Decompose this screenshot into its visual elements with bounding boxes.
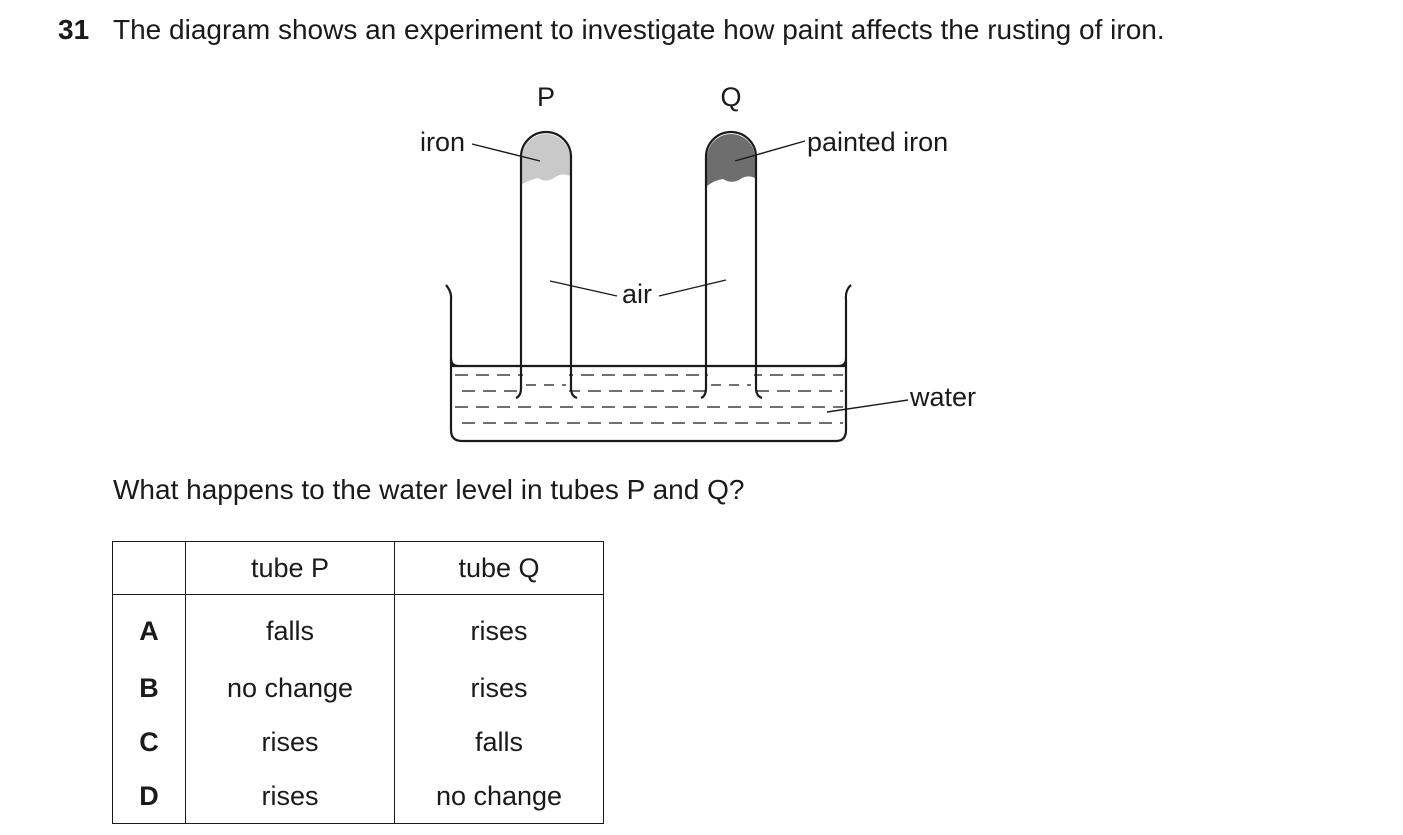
painted-iron-label: painted iron [807, 127, 948, 157]
header-blank [112, 541, 186, 595]
water-label: water [909, 382, 976, 412]
tube-q-cell: rises [394, 594, 604, 661]
air-label: air [622, 279, 652, 309]
trough [445, 284, 852, 443]
tube-p-cell: rises [185, 769, 395, 824]
iron-label: iron [420, 127, 465, 157]
question-stem: The diagram shows an experiment to inves… [113, 14, 1165, 45]
tube-q-label: Q [720, 82, 741, 112]
table-row: D rises no change [112, 769, 604, 824]
header-tube-p: tube P [185, 541, 395, 595]
water-dashes [455, 374, 843, 424]
table-header-row: tube P tube Q [112, 541, 604, 595]
tube-p-inside-mask [523, 366, 569, 400]
tube-p [515, 130, 578, 400]
tube-q-cell: rises [394, 661, 604, 715]
tube-p-cell: falls [185, 594, 395, 661]
tube-q-cell: falls [394, 715, 604, 769]
table-row: A falls rises [112, 594, 604, 661]
answer-options-table: tube P tube Q A falls rises B no change … [112, 541, 604, 824]
tube-q-cell: no change [394, 769, 604, 824]
painted-iron-wool-q [707, 134, 755, 186]
tube-q [700, 130, 763, 400]
iron-wool-p [522, 134, 570, 184]
tube-p-cell: rises [185, 715, 395, 769]
option-letter: D [112, 769, 186, 824]
question-number: 31 [58, 14, 90, 45]
experiment-diagram: P Q iron painted iron air water [420, 82, 976, 443]
tube-p-cell: no change [185, 661, 395, 715]
leader-lines [471, 140, 909, 413]
option-letter: B [112, 661, 186, 715]
tube-q-inside-mask [708, 366, 754, 400]
option-letter: A [112, 594, 186, 661]
option-letter: C [112, 715, 186, 769]
question-prompt: What happens to the water level in tubes… [113, 474, 745, 505]
table-row: B no change rises [112, 661, 604, 715]
header-tube-q: tube Q [394, 541, 604, 595]
table-row: C rises falls [112, 715, 604, 769]
tube-p-label: P [537, 82, 555, 112]
